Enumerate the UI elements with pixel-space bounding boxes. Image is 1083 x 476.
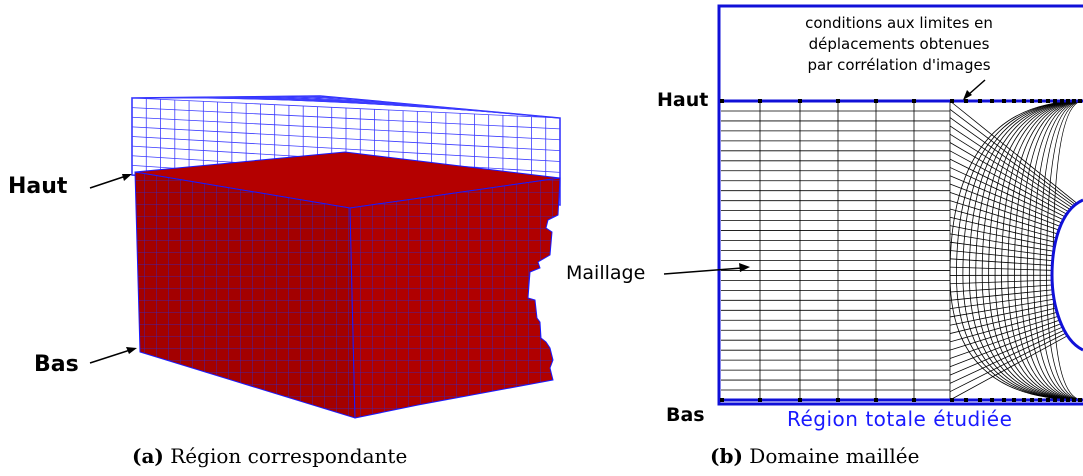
label-haut-b: Haut	[657, 89, 709, 111]
arrow-maillage	[663, 263, 750, 275]
arrow-note	[963, 79, 986, 100]
note-line-3: par corrélation d'images	[807, 56, 991, 74]
arrow-haut-a	[89, 174, 132, 189]
label-maillage: Maillage	[566, 262, 646, 284]
label-bas-b: Bas	[666, 404, 705, 426]
arrow-bas-a	[89, 347, 137, 364]
caption-b-tag: (b)	[710, 444, 743, 468]
region-frame	[717, 4, 1083, 406]
boundary-nodes	[720, 99, 1082, 402]
caption-b: (b) Domaine maillée	[710, 444, 919, 468]
caption-a: (a) Région correspondante	[132, 444, 407, 468]
solid-red-block	[134, 151, 561, 419]
region-label: Région totale étudiée	[787, 407, 1013, 431]
caption-a-text: Région correspondante	[170, 444, 408, 468]
mesh-grid	[721, 100, 1083, 401]
label-haut-a: Haut	[8, 174, 68, 199]
hole-boundary	[1050, 198, 1083, 352]
note-line-1: conditions aux limites en	[805, 14, 993, 32]
boundary-conditions-note: conditions aux limites en déplacements o…	[744, 13, 1054, 76]
caption-a-tag: (a)	[132, 444, 164, 468]
caption-b-text: Domaine maillée	[749, 444, 920, 468]
label-bas-a: Bas	[34, 352, 79, 377]
note-line-2: déplacements obtenues	[808, 35, 990, 53]
